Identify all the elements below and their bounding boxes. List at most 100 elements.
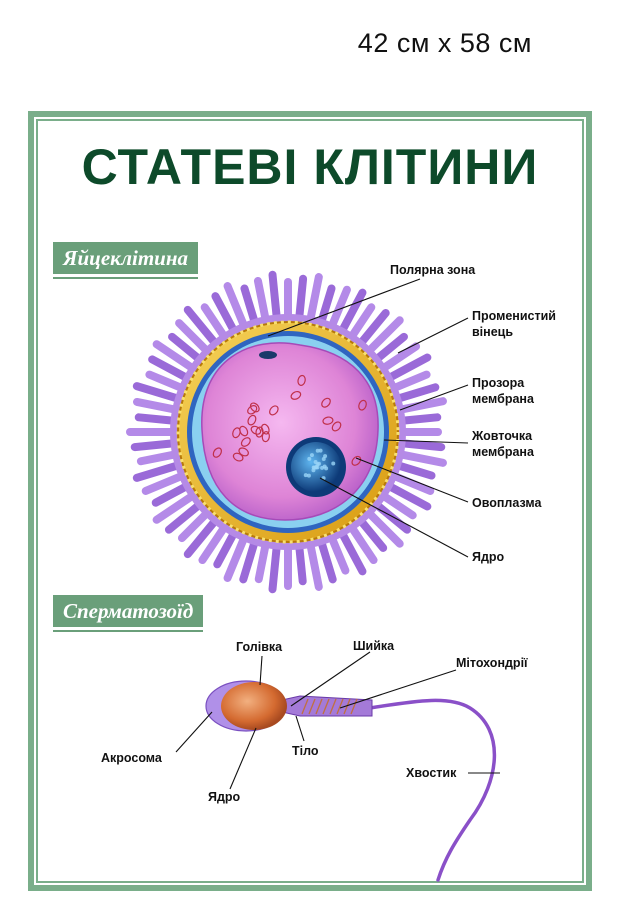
label-sperm-head: Голівка	[236, 640, 283, 654]
corona-cell	[145, 370, 189, 394]
chromatin-granule	[303, 473, 308, 478]
yolk-granule	[290, 390, 302, 400]
corona-cell	[395, 438, 446, 452]
egg-cell-illustration	[126, 270, 447, 594]
yolk-granule	[232, 452, 244, 462]
corona-cell	[130, 438, 181, 452]
label-corona-line1: Променистий	[472, 309, 556, 323]
corona-cell	[152, 490, 199, 524]
chromatin-granule	[309, 453, 314, 458]
chromatin-granule	[321, 456, 326, 461]
corona-cell	[268, 539, 282, 594]
sperm-cell-illustration	[205, 680, 497, 882]
yolk-granule	[232, 427, 241, 439]
label-corona-line2: вінець	[472, 325, 513, 339]
corona-cell	[305, 273, 323, 327]
label-ooplasm: Овоплазма	[472, 496, 542, 510]
yolk-granule	[247, 405, 258, 415]
corona-cell	[326, 531, 350, 575]
corona-cell	[346, 521, 378, 565]
corona-cell	[134, 413, 181, 426]
corona-cell	[382, 353, 432, 384]
yolk-granule	[322, 416, 334, 425]
label-acrosome: Акросома	[101, 751, 163, 765]
corona-cell	[141, 470, 189, 495]
corona-cell	[152, 340, 199, 374]
chromatin-granule	[315, 465, 320, 470]
corona-cell	[387, 470, 435, 495]
corona-cell	[370, 332, 408, 365]
corona-cell	[336, 526, 367, 576]
nucleus-texture	[303, 448, 336, 481]
corona-cell	[316, 535, 337, 584]
corona-cell	[254, 537, 271, 584]
corona-cell	[395, 413, 442, 426]
yolk-granule	[297, 374, 306, 386]
sperm-tail	[368, 698, 497, 882]
yolk-granule	[255, 426, 264, 438]
sperm-section-header: Сперматозоїд	[53, 595, 204, 632]
corona-cell	[377, 342, 421, 374]
yolk-granule	[351, 455, 362, 466]
zona-texture	[176, 320, 400, 544]
corona-cell	[164, 499, 206, 534]
yolk-granule	[331, 421, 342, 432]
corona-cell	[382, 480, 432, 511]
polar-body	[259, 351, 277, 359]
chromatin-granule	[318, 448, 323, 453]
sperm-midpiece	[281, 695, 373, 717]
yolk-granules	[212, 374, 367, 466]
yolk-granule	[239, 425, 249, 437]
corona-cell	[268, 270, 282, 325]
corona-cell	[316, 284, 336, 329]
corona-cell	[223, 282, 250, 333]
corona-cell	[132, 382, 185, 404]
corona-cell	[253, 276, 271, 327]
corona-cell	[148, 355, 194, 384]
yolk-granule	[269, 405, 279, 416]
sperm-leader-lines	[175, 651, 500, 790]
chromatin-granule	[315, 448, 320, 453]
label-zona-line1: Прозора	[472, 376, 525, 390]
yolk-granule	[261, 431, 270, 443]
label-polar-zone: Полярна зона	[390, 263, 476, 277]
corona-cell	[294, 274, 308, 325]
yolk-granule	[250, 425, 262, 435]
chromatin-granule	[307, 456, 312, 461]
corona-cell	[294, 539, 307, 586]
ooplasm	[201, 342, 379, 521]
yolk-granule	[240, 437, 251, 447]
corona-cell	[393, 397, 447, 415]
label-egg-nucleus: Ядро	[472, 550, 505, 564]
corona-cell	[393, 449, 447, 467]
corona-cell	[346, 303, 376, 343]
label-vitelline-line1: Жовточка	[471, 429, 533, 443]
yolk-granule	[247, 414, 257, 426]
chromatin-granule	[315, 462, 320, 467]
yolk-granule	[358, 399, 367, 411]
egg-section-header: Яйцеклітина	[53, 242, 198, 279]
label-mitochondria: Мітохондрії	[456, 656, 528, 670]
corona-cell	[183, 305, 221, 350]
yolk-granule	[212, 447, 222, 458]
yolk-granule	[321, 397, 331, 408]
corona-cell	[240, 284, 260, 329]
corona-cell	[305, 537, 323, 591]
corona-cell	[391, 460, 436, 480]
corona-cell	[377, 490, 417, 520]
corona-cell	[391, 383, 440, 404]
yolk-granule	[249, 402, 260, 413]
corona-cell	[363, 316, 404, 357]
label-zona-line2: мембрана	[472, 392, 535, 406]
corona-cell	[355, 514, 388, 552]
corona-cell	[355, 308, 390, 350]
corona-cell	[387, 370, 431, 394]
corona-cell	[168, 332, 206, 365]
corona-cell	[198, 521, 230, 565]
corona-cell	[363, 507, 404, 548]
poster-title: СТАТЕВІ КЛІТИНИ	[81, 139, 539, 195]
corona-cell	[211, 292, 240, 338]
corona-cell	[213, 526, 240, 569]
yolk-granule	[260, 423, 270, 435]
